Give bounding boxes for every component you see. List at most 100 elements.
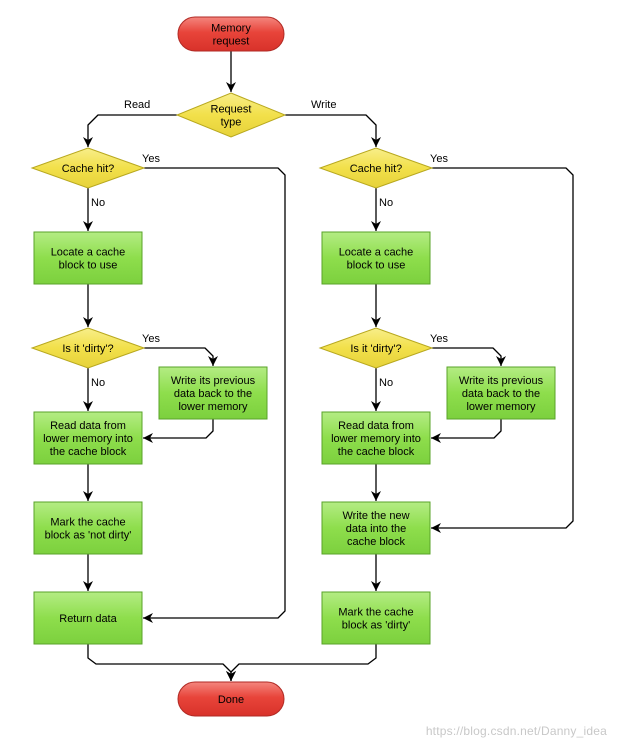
- process-shape: [33, 591, 143, 645]
- connector-line: [87, 114, 177, 147]
- arrow-head-icon: [226, 671, 236, 681]
- arrow-head-icon: [371, 137, 381, 147]
- edge-wnew-mark: [371, 554, 381, 591]
- arrow-head-icon: [371, 581, 381, 591]
- decision-shape: [30, 327, 146, 369]
- node-read-dirty: Is it 'dirty'?: [30, 327, 146, 369]
- edge-wread-new: [371, 464, 381, 501]
- arrow-head-icon: [371, 221, 381, 231]
- process-shape: [321, 231, 431, 285]
- connector-line: [144, 347, 214, 366]
- node-label: block as 'not dirty': [45, 530, 132, 542]
- edge-label: Read: [124, 99, 150, 111]
- edge-label: Yes: [430, 333, 448, 345]
- node-label: Read data from: [338, 420, 414, 432]
- arrow-head-icon: [371, 317, 381, 327]
- connector-line: [431, 419, 502, 439]
- node-label: lower memory: [178, 401, 248, 413]
- node-label: Mark the cache: [50, 517, 125, 529]
- node-label: Mark the cache: [338, 607, 413, 619]
- process-shape: [158, 366, 268, 420]
- node-label: Read data from: [50, 420, 126, 432]
- process-shape: [321, 501, 431, 555]
- arrow-head-icon: [83, 137, 93, 147]
- decision-shape: [175, 92, 287, 138]
- decision-shape: [318, 147, 434, 189]
- edge-type-read: Read: [83, 99, 177, 147]
- edge-wdirty-no: No: [371, 368, 393, 411]
- connector-line: [87, 644, 232, 681]
- edge-label: Write: [311, 99, 336, 111]
- node-label: Return data: [59, 613, 117, 625]
- edge-whit-yes: Yes: [430, 153, 574, 533]
- connector-line: [230, 644, 377, 681]
- node-done: Done: [177, 681, 285, 717]
- node-label: lower memory: [466, 401, 536, 413]
- node-label: data into the: [346, 523, 407, 535]
- node-label: lower memory into: [331, 433, 421, 445]
- node-label: Write its previous: [171, 375, 256, 387]
- arrow-head-icon: [83, 221, 93, 231]
- edge-label: Yes: [142, 153, 160, 165]
- edge-wmark-done: [226, 644, 377, 681]
- node-label: request: [213, 36, 250, 48]
- edge-label: Yes: [142, 333, 160, 345]
- connector-line: [143, 167, 286, 619]
- arrow-head-icon: [83, 317, 93, 327]
- node-label: Cache hit?: [62, 163, 115, 175]
- node-label: Done: [218, 694, 244, 706]
- edge-rread-mark: [83, 464, 93, 501]
- arrow-head-icon: [371, 491, 381, 501]
- arrow-head-icon: [143, 433, 153, 443]
- arrow-head-icon: [83, 401, 93, 411]
- arrow-head-icon: [431, 433, 441, 443]
- arrow-head-icon: [83, 491, 93, 501]
- node-label: block as 'dirty': [342, 620, 410, 632]
- edge-label: Yes: [430, 153, 448, 165]
- node-label: Write the new: [342, 510, 409, 522]
- node-write-cache-hit: Cache hit?: [318, 147, 434, 189]
- arrow-head-icon: [83, 581, 93, 591]
- edge-rlocate-dirty: [83, 284, 93, 327]
- edge-rmark-return: [83, 554, 93, 591]
- node-write-dirty: Is it 'dirty'?: [318, 327, 434, 369]
- edge-rhit-yes: Yes: [142, 153, 286, 623]
- edge-rwb-read: [143, 419, 214, 443]
- edge-start-type: [226, 51, 236, 92]
- arrow-head-icon: [208, 356, 218, 366]
- node-label: cache block: [347, 536, 406, 548]
- edge-return-done: [87, 644, 236, 681]
- node-label: the cache block: [338, 446, 415, 458]
- arrow-head-icon: [226, 82, 236, 92]
- connector-line: [431, 167, 574, 529]
- edge-label: No: [379, 197, 393, 209]
- node-label: the cache block: [50, 446, 127, 458]
- process-shape: [33, 501, 143, 555]
- edge-label: No: [91, 197, 105, 209]
- arrow-head-icon: [431, 523, 441, 533]
- node-label: data back to the: [174, 388, 252, 400]
- connector-line: [143, 419, 214, 439]
- node-label: Is it 'dirty'?: [62, 343, 113, 355]
- node-label: Locate a cache: [339, 247, 414, 259]
- edge-rdirty-no: No: [83, 368, 105, 411]
- process-shape: [321, 411, 431, 465]
- edge-rhit-no: No: [83, 188, 105, 231]
- node-label: lower memory into: [43, 433, 133, 445]
- node-return-data: Return data: [33, 591, 143, 645]
- node-label: Memory: [211, 23, 251, 35]
- edge-type-write: Write: [285, 99, 381, 147]
- arrow-head-icon: [496, 356, 506, 366]
